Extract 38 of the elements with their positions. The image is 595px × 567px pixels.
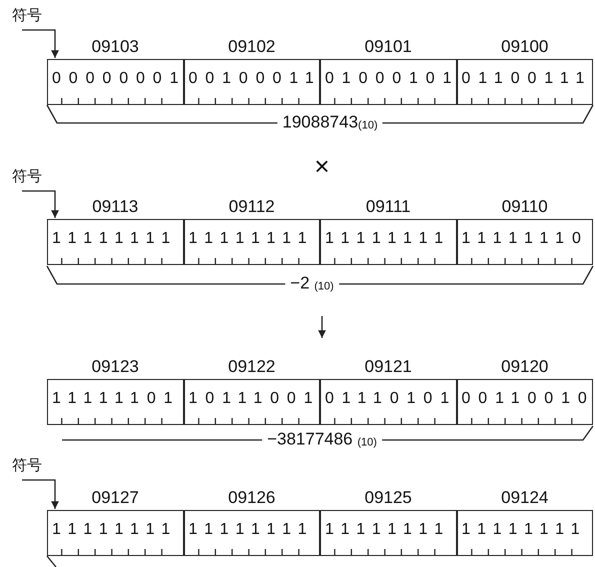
address-label: 09103: [90, 37, 140, 58]
address-label: 09112: [228, 197, 276, 218]
bit-values: 11111111: [325, 521, 452, 539]
bit-values: 11111111: [188, 230, 315, 248]
bit-values: 11111111: [325, 230, 452, 248]
address-label: 09110: [500, 197, 549, 218]
bit-values: 11111101: [52, 390, 180, 408]
sign-label: 符号: [12, 6, 42, 30]
bit-values: 11111111: [52, 521, 178, 539]
address-label: 09113: [91, 197, 140, 218]
bit-values: 00000001: [52, 70, 186, 88]
bit-values: 01000101: [325, 70, 460, 88]
arrow: [22, 190, 59, 218]
address-label: 09124: [500, 488, 550, 509]
address-label: 09111: [364, 197, 412, 218]
address-label: 09123: [90, 357, 140, 378]
bit-values: 00100011: [188, 70, 322, 88]
address-label: 09121: [364, 357, 413, 378]
address-label: 09125: [364, 488, 413, 509]
bit-values: 11111111: [52, 230, 178, 248]
address-label: 09120: [500, 357, 550, 378]
address-label: 09101: [364, 37, 413, 58]
arrow: [22, 29, 59, 58]
bit-values: 01110101: [325, 390, 458, 408]
address-label: 09122: [227, 357, 276, 378]
arrow: [22, 479, 59, 509]
address-label: 09126: [227, 488, 276, 509]
bit-values: 10111001: [188, 390, 321, 408]
bit-values: 11111110: [462, 230, 589, 248]
bit-values: 01100111: [462, 70, 592, 88]
bit-values: 11111111: [188, 521, 315, 539]
address-label: 09127: [90, 488, 140, 509]
sign-label: 符号: [12, 167, 42, 191]
bit-values: 00110010: [462, 390, 595, 408]
sign-label: 符号: [12, 456, 42, 480]
address-label: 09100: [500, 37, 550, 58]
address-label: 09102: [227, 37, 276, 58]
bit-values: 11111111: [462, 521, 588, 539]
